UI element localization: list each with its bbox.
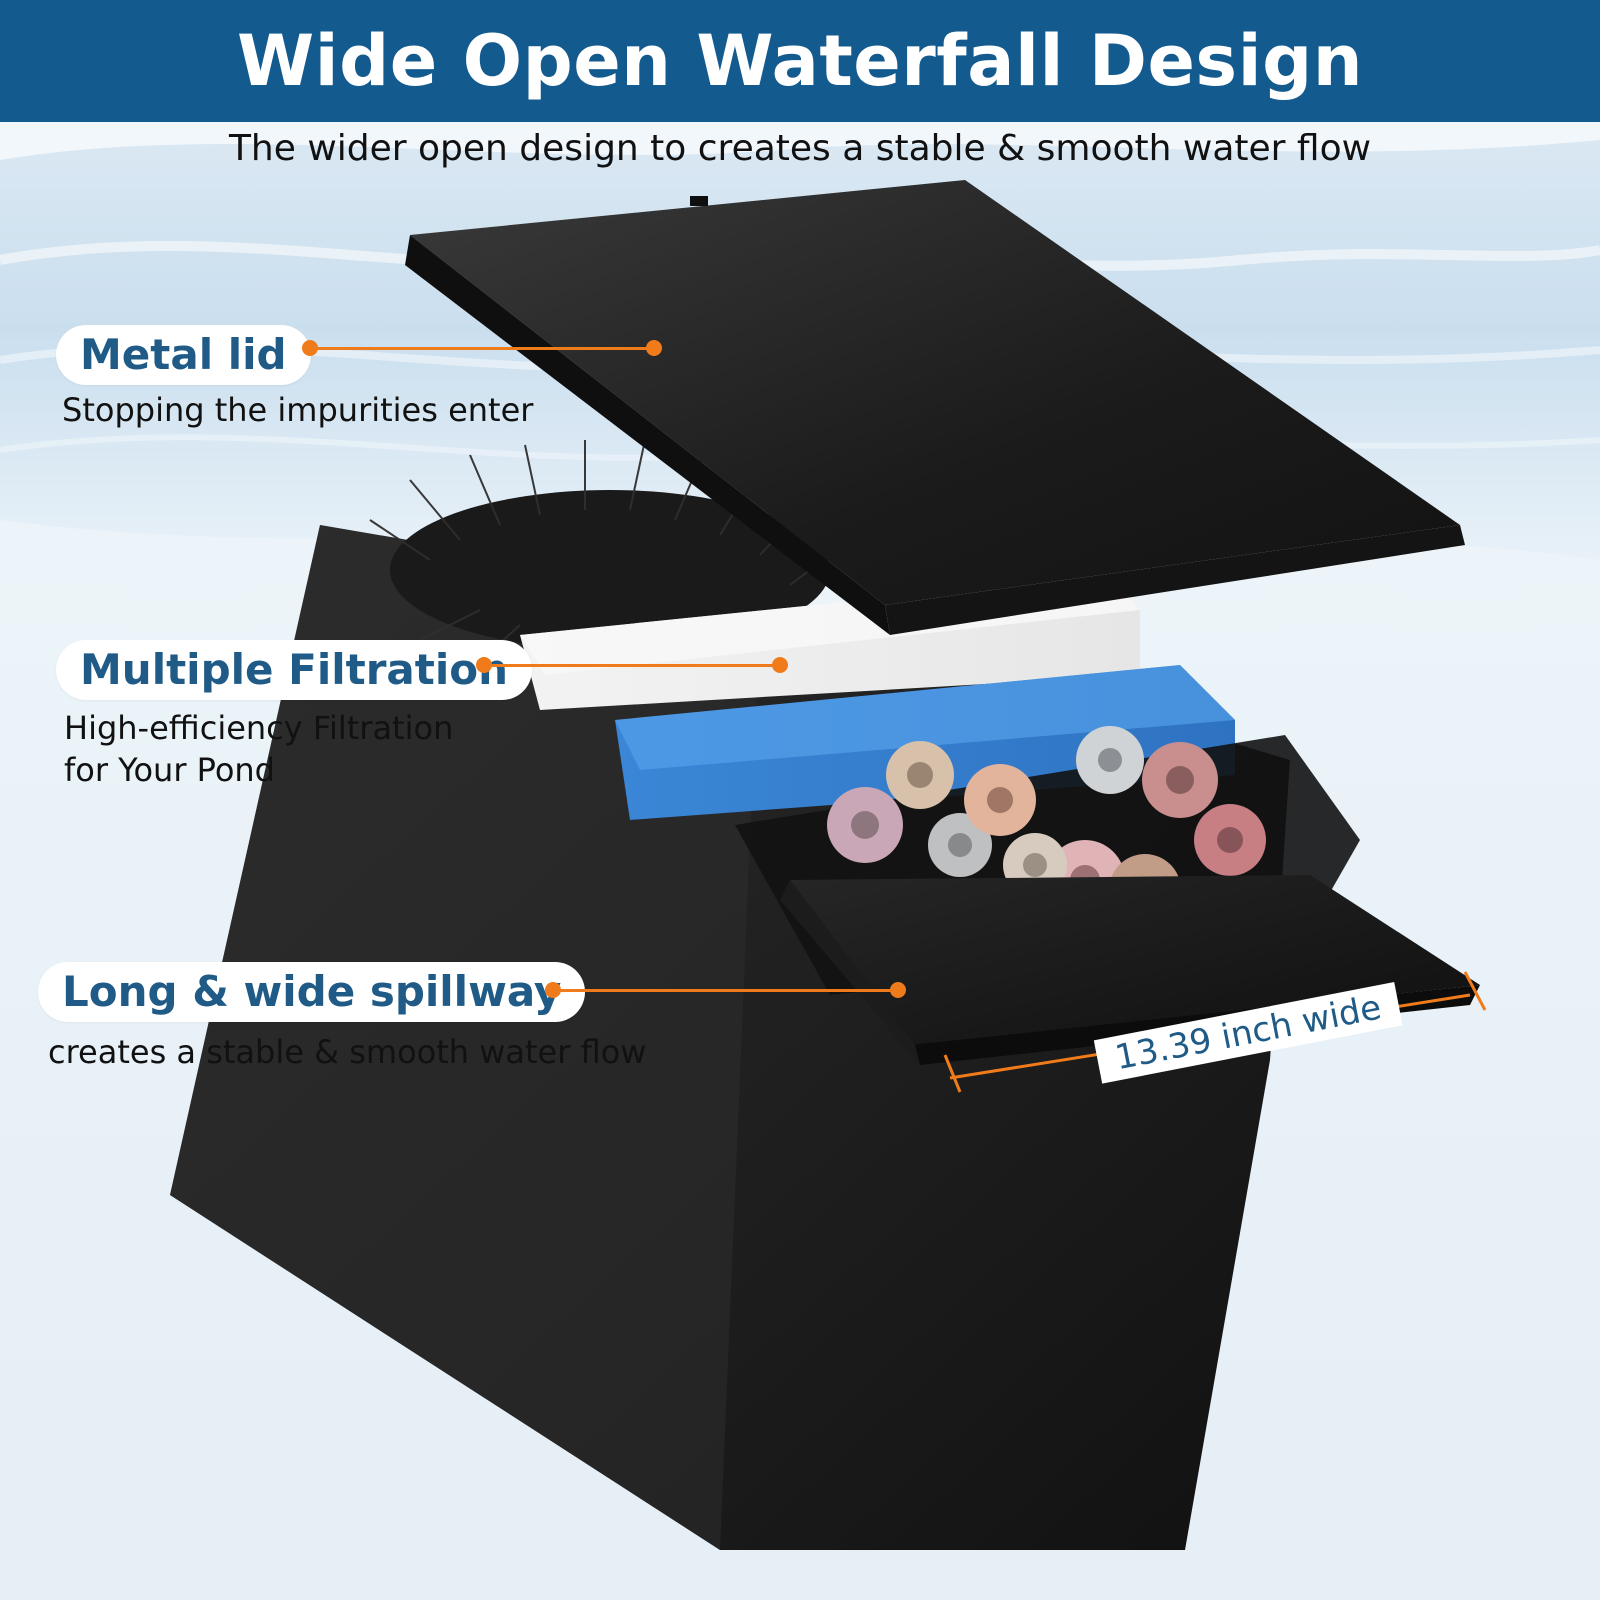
callout-desc-spillway: creates a stable & smooth water flow bbox=[48, 1033, 647, 1071]
callout-desc-line-2: for Your Pond bbox=[64, 751, 275, 789]
page-title: Wide Open Waterfall Design bbox=[236, 20, 1364, 102]
callout-leader-line bbox=[310, 347, 650, 350]
callout-leader-line bbox=[484, 664, 776, 667]
callout-desc-metal-lid: Stopping the impurities enter bbox=[62, 391, 534, 429]
callout-desc-line-1: High-efficiency Filtration bbox=[64, 709, 454, 747]
blue-foam-pad-top bbox=[615, 665, 1235, 770]
metal-lid bbox=[410, 180, 1460, 605]
callout-label-spillway: Long & wide spillway bbox=[38, 962, 586, 1022]
page-subtitle: The wider open design to creates a stabl… bbox=[228, 128, 1372, 169]
orange-dot-icon bbox=[890, 982, 906, 998]
callout-label-metal-lid: Metal lid bbox=[56, 325, 311, 385]
metal-lid-edge bbox=[405, 235, 890, 635]
callout-label-multiple-filtration: Multiple Filtration bbox=[56, 640, 532, 700]
header-band: Wide Open Waterfall Design bbox=[0, 0, 1600, 122]
metal-lid-edge bbox=[885, 525, 1465, 635]
callout-leader-line bbox=[553, 989, 895, 992]
orange-dot-icon bbox=[646, 340, 662, 356]
orange-dot-icon bbox=[772, 657, 788, 673]
spillway-side bbox=[780, 880, 920, 1065]
lid-notch bbox=[690, 196, 708, 206]
box-side-face bbox=[170, 525, 760, 1550]
